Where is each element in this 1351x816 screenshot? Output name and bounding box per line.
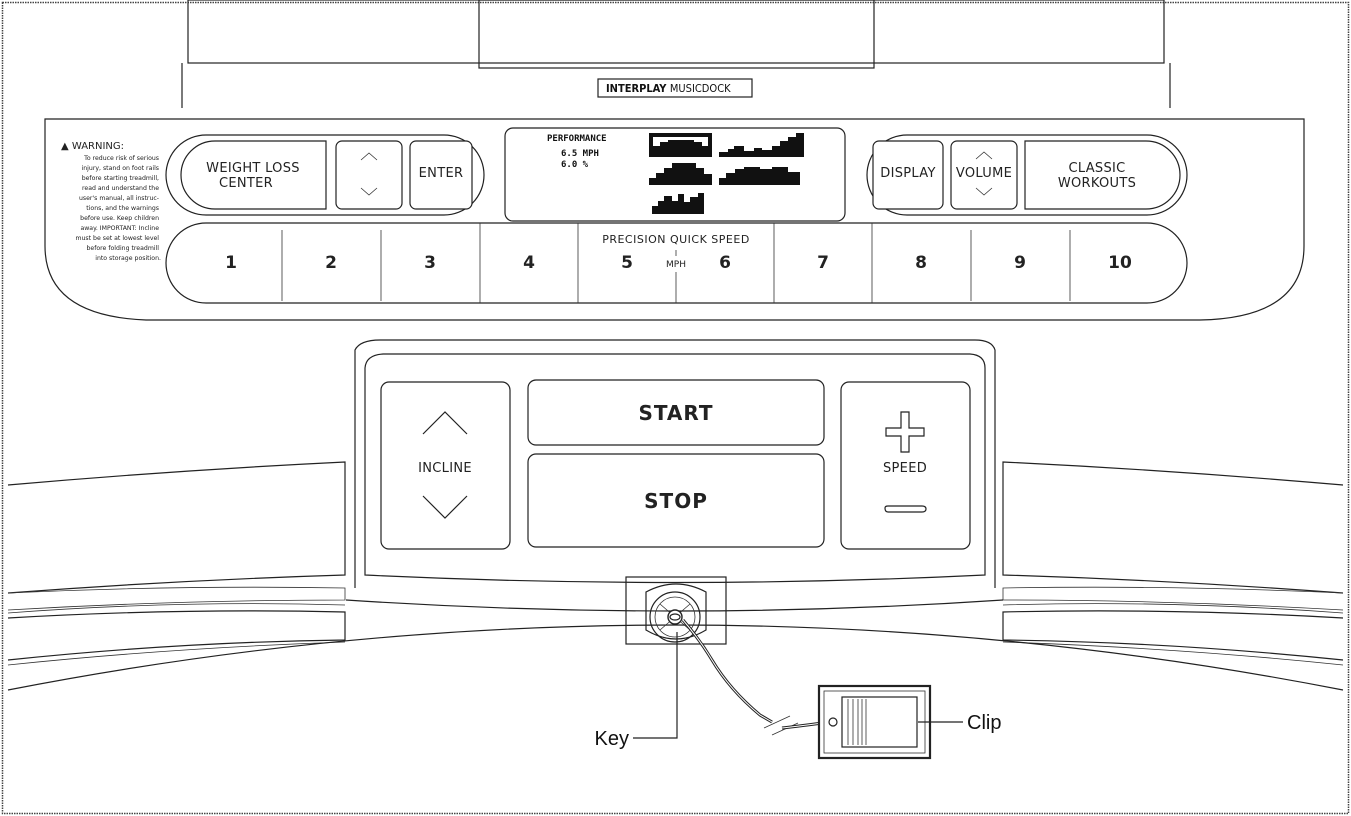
warning-text: To reduce risk of serious injury, stand … — [75, 155, 161, 262]
svg-text:WORKOUTS: WORKOUTS — [1058, 176, 1136, 191]
quick-speed-3-button[interactable]: 3 — [424, 253, 436, 273]
display-button[interactable]: DISPLAY — [872, 140, 944, 210]
svg-text:VOLUME: VOLUME — [956, 166, 1012, 181]
volume-up-icon — [975, 151, 993, 160]
lcd-speed: 6.5 MPH — [561, 149, 599, 159]
classic-workouts-button[interactable]: CLASSIC WORKOUTS — [1024, 140, 1181, 210]
up-down-button[interactable] — [335, 140, 403, 210]
quick-speed-6-button[interactable]: 6 — [719, 253, 731, 273]
weight-loss-center-button[interactable]: WEIGHT LOSS CENTER — [180, 140, 327, 210]
quick-speed-5-button[interactable]: 5 — [621, 253, 633, 273]
minus-icon — [884, 505, 927, 513]
callout-clip: Clip — [918, 712, 1001, 734]
lcd-incline: 6.0 % — [561, 160, 589, 170]
side-rails — [7, 339, 1344, 691]
plus-icon — [885, 411, 925, 453]
quick-speed-1-button[interactable]: 1 — [225, 253, 237, 273]
svg-text:START: START — [638, 401, 713, 425]
safety-cord — [681, 619, 831, 736]
quick-speed-2-button[interactable]: 2 — [325, 253, 337, 273]
chevron-up-icon — [360, 152, 378, 161]
console-panel — [44, 118, 1305, 321]
quick-speed-7-button[interactable]: 7 — [817, 253, 829, 273]
quick-speed-9-button[interactable]: 9 — [1014, 253, 1026, 273]
quick-speed-10-button[interactable]: 10 — [1108, 253, 1132, 273]
lower-keypad — [364, 353, 986, 584]
svg-text:STOP: STOP — [644, 489, 708, 513]
brand-logo-plate — [597, 78, 753, 98]
svg-text:ENTER: ENTER — [419, 166, 464, 181]
svg-text:CLASSIC: CLASSIC — [1068, 161, 1125, 176]
stop-button[interactable]: STOP — [527, 453, 825, 548]
callout-clip-label: Clip — [967, 712, 1001, 734]
lcd-display: PERFORMANCE 6.5 MPH 6.0 % — [504, 127, 846, 222]
chevron-down-icon — [360, 187, 378, 196]
left-button-group — [165, 134, 485, 216]
svg-text:CENTER: CENTER — [219, 176, 273, 191]
warning-title: ▲ WARNING: — [61, 141, 124, 152]
quick-speed-4-button[interactable]: 4 — [523, 253, 535, 273]
upper-housing: INTERPLAY MUSICDOCK — [181, 0, 1171, 108]
svg-text:SPEED: SPEED — [883, 461, 927, 476]
volume-down-icon — [975, 187, 993, 196]
quick-speed-strip: PRECISION QUICK SPEED MPH — [165, 222, 1188, 304]
speed-button[interactable]: SPEED — [840, 381, 971, 550]
warning-label: ▲ WARNING: To reduce risk of serious inj… — [61, 141, 161, 262]
quick-speed-8-button[interactable]: 8 — [915, 253, 927, 273]
svg-text:INCLINE: INCLINE — [418, 461, 472, 476]
start-button[interactable]: START — [527, 379, 825, 446]
incline-down-icon — [422, 495, 468, 519]
right-button-group — [866, 134, 1188, 216]
quick-speed-label: PRECISION QUICK SPEED — [602, 233, 750, 246]
callout-key-label: Key — [595, 728, 629, 750]
enter-button[interactable]: ENTER — [409, 140, 473, 210]
callout-key: Key — [595, 632, 678, 750]
quick-speed-unit: MPH — [666, 260, 686, 270]
brand-logo: INTERPLAY MUSICDOCK — [606, 82, 731, 95]
volume-button[interactable]: VOLUME — [950, 140, 1018, 210]
safety-clip[interactable] — [817, 684, 932, 760]
incline-button[interactable]: INCLINE — [380, 381, 511, 550]
safety-key[interactable] — [649, 591, 701, 643]
svg-text:DISPLAY: DISPLAY — [880, 166, 935, 181]
workout-profiles — [649, 133, 804, 214]
svg-text:WEIGHT LOSS: WEIGHT LOSS — [206, 161, 300, 176]
incline-up-icon — [422, 411, 468, 435]
lcd-title: PERFORMANCE — [547, 134, 607, 144]
